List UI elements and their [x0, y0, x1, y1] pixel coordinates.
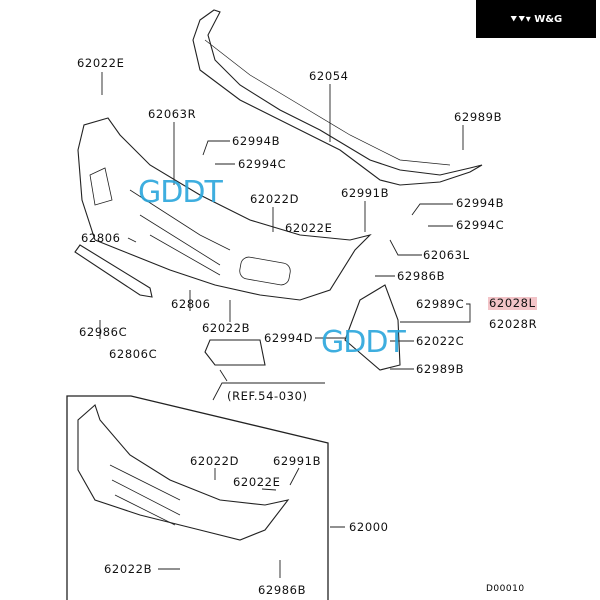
assembly-bumper-part	[77, 404, 290, 541]
mudflap-part	[344, 284, 401, 371]
part-label-62022E: 62022E	[285, 221, 333, 235]
part-label-62986B: 62986B	[258, 583, 307, 597]
logo-text: W&G	[534, 13, 563, 25]
part-label-62991B: 62991B	[273, 454, 322, 468]
watermark: GDDT	[138, 175, 223, 210]
inset-box	[66, 395, 329, 600]
part-label-62028R: 62028R	[489, 317, 538, 331]
reference-label: (REF.54-030)	[227, 389, 308, 403]
fog-lamp-part	[204, 339, 266, 366]
part-label-62994C: 62994C	[238, 157, 287, 171]
part-label-62989B: 62989B	[454, 110, 503, 124]
bumper-part	[77, 117, 372, 301]
part-label-62028L: 62028L	[488, 296, 537, 310]
part-label-62986C: 62986C	[79, 325, 128, 339]
part-label-62022E: 62022E	[233, 475, 281, 489]
part-label-62022D: 62022D	[190, 454, 240, 468]
part-label-62991B: 62991B	[341, 186, 390, 200]
part-label-62989C: 62989C	[416, 297, 465, 311]
part-label-62063R: 62063R	[148, 107, 197, 121]
part-label-62806: 62806	[171, 297, 211, 311]
part-label-62022D: 62022D	[250, 192, 300, 206]
part-label-62994C: 62994C	[456, 218, 505, 232]
part-label-62986B: 62986B	[397, 269, 446, 283]
part-label-62989B: 62989B	[416, 362, 465, 376]
watermark: GDDT	[321, 325, 406, 360]
diagram-code: D00010	[486, 584, 525, 594]
part-label-62000: 62000	[349, 520, 389, 534]
part-label-62994B: 62994B	[232, 134, 281, 148]
part-label-62063L: 62063L	[423, 248, 470, 262]
part-label-62806C: 62806C	[109, 347, 158, 361]
logo-icon: ⯆⯆▾	[509, 13, 535, 25]
part-label-62022B: 62022B	[202, 321, 251, 335]
part-label-62022E: 62022E	[77, 56, 125, 70]
part-label-62022B: 62022B	[104, 562, 153, 576]
reinforcement-part	[192, 9, 483, 186]
part-label-62806: 62806	[81, 231, 121, 245]
molding-part	[74, 244, 153, 298]
part-label-62022C: 62022C	[416, 334, 465, 348]
part-label-62994B: 62994B	[456, 196, 505, 210]
part-label-62994D: 62994D	[264, 331, 314, 345]
part-label-62054: 62054	[309, 69, 349, 83]
brand-logo: ⯆⯆▾ W&G	[476, 0, 596, 38]
